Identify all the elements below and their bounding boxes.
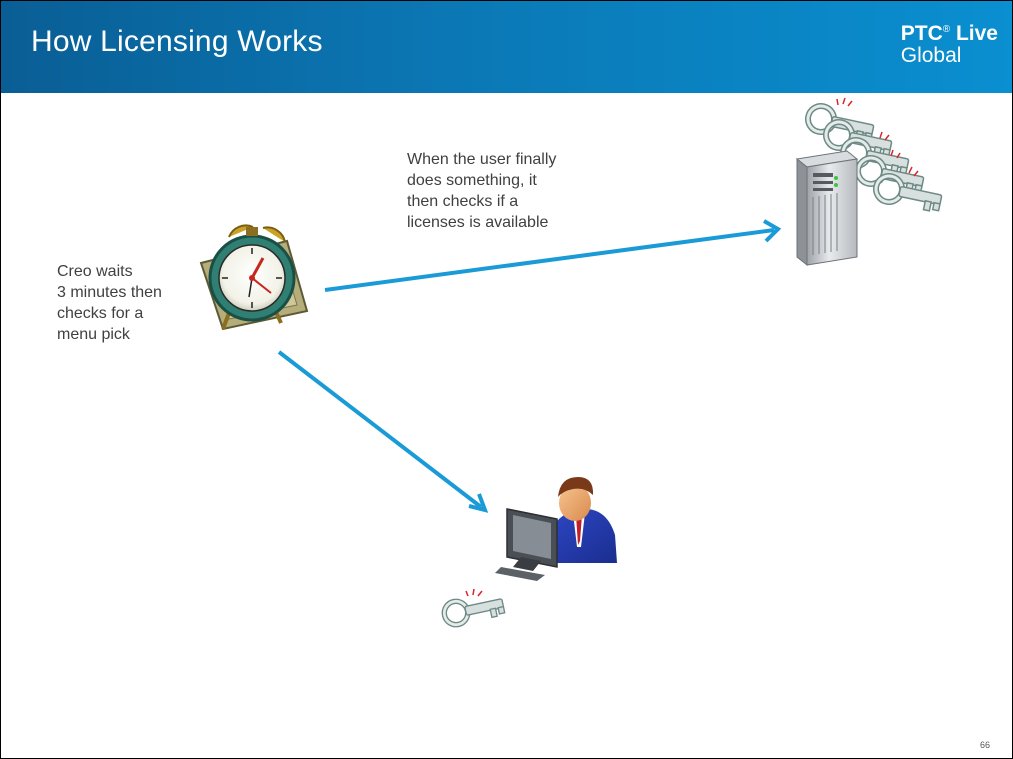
arrow-to-user xyxy=(277,350,489,513)
note-creo-wait: Creo waits 3 minutes then checks for a m… xyxy=(57,261,162,345)
slide-title: How Licensing Works xyxy=(31,25,323,58)
note-user-action-line: then checks if a xyxy=(407,193,519,210)
note-user-action: When the user finally does something, it… xyxy=(407,149,556,233)
note-user-action-line: When the user finally xyxy=(407,151,557,168)
alarm-clock-icon xyxy=(199,224,309,331)
license-key-icon xyxy=(442,588,505,627)
brand-name: PTC xyxy=(900,22,943,45)
user-at-computer-icon xyxy=(495,477,617,581)
license-server-icon xyxy=(795,150,859,267)
slide-header: How Licensing Works PTC® Live Global xyxy=(1,1,1012,93)
note-creo-wait-line: checks for a xyxy=(57,305,144,322)
note-creo-wait-line: 3 minutes then xyxy=(57,284,162,301)
brand-word: Live xyxy=(955,22,998,45)
brand-mark: ® xyxy=(942,24,951,35)
note-user-action-line: does something, it xyxy=(407,172,537,189)
brand-subtitle: Global xyxy=(900,44,962,67)
page-number: 66 xyxy=(979,740,990,750)
server-keys-icon xyxy=(806,97,944,213)
note-creo-wait-line: menu pick xyxy=(57,326,130,343)
note-user-action-line: licenses is available xyxy=(407,214,549,231)
brand-logo: PTC® Live Global xyxy=(901,23,998,66)
note-creo-wait-line: Creo waits xyxy=(57,263,133,280)
arrow-to-server xyxy=(324,219,782,292)
